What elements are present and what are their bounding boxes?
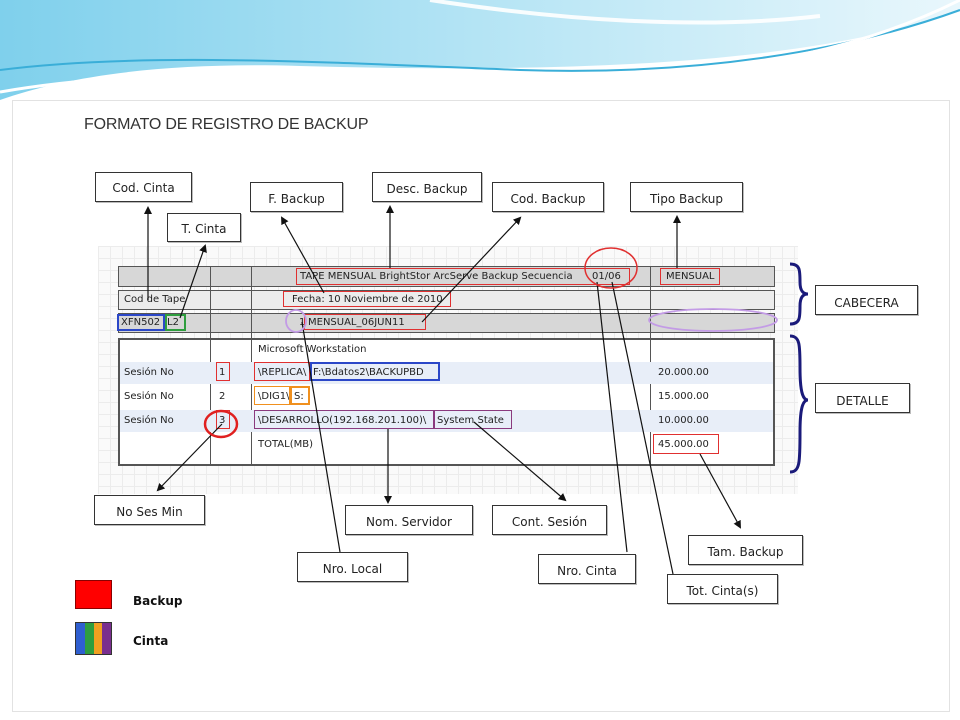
legend-cinta-blue: [76, 623, 85, 654]
backup-code-rest: MENSUAL_06JUN11: [308, 317, 405, 328]
desc-backup-highlight: [296, 268, 630, 285]
detail-row-stripe: [120, 410, 773, 432]
label-nro-cinta: Nro. Cinta: [538, 554, 636, 584]
cabecera-brace: [789, 262, 809, 326]
detalle-brace: [789, 334, 809, 474]
cod-backup-highlight: [304, 314, 426, 330]
local-path-highlight: [254, 386, 290, 405]
session-size: 10.000.00: [658, 415, 709, 426]
label-cont-sesion: Cont. Sesión: [492, 505, 607, 535]
total-highlight: [653, 434, 719, 454]
header-sequence: 01/06: [592, 271, 621, 282]
label-cabecera: CABECERA: [815, 285, 918, 315]
session-label: Sesión No: [124, 391, 174, 402]
legend-cinta-swatch: [75, 622, 112, 655]
empty-field-circle: [648, 308, 778, 332]
secuencia-circle: [584, 247, 638, 289]
legend-cinta-green: [84, 623, 94, 654]
header-row-1: [118, 266, 775, 287]
session-number: 3: [219, 415, 226, 426]
fecha-highlight: [283, 291, 451, 307]
legend-backup-swatch: [75, 580, 112, 609]
session-path-a: \REPLICA\: [258, 367, 307, 378]
header-tipo: MENSUAL: [666, 271, 715, 282]
session-label: Sesión No: [124, 367, 174, 378]
label-t-cinta: T. Cinta: [167, 213, 241, 242]
legend-cinta-orange: [93, 623, 103, 654]
legend-cinta-purple: [102, 623, 111, 654]
cod-tape-label: Cod de Tape: [124, 294, 186, 305]
session-number: 2: [219, 391, 226, 402]
session-label: Sesión No: [124, 415, 174, 426]
session-path-b: F:\Bdatos2\BACKUPBD: [313, 367, 424, 378]
label-nro-local: Nro. Local: [297, 552, 408, 582]
legend-backup-label: Backup: [133, 594, 183, 608]
cinta-code-highlight: [117, 314, 165, 331]
header-row-2: [118, 290, 775, 310]
tipo-backup-highlight: [660, 268, 720, 285]
detail-row-stripe: [120, 362, 773, 384]
label-tot-cinta: Tot. Cinta(s): [667, 574, 778, 604]
t-cinta-highlight: [165, 314, 186, 331]
label-tam-backup: Tam. Backup: [688, 535, 803, 565]
header-description: TAPE MENSUAL BrightStor ArcServe Backup …: [300, 271, 573, 282]
detail-table: [118, 338, 775, 466]
fecha-value: Fecha: 10 Noviembre de 2010: [292, 294, 443, 305]
session-path-a: \DESARROLLO(192.168.201.100)\: [258, 415, 427, 426]
nro-local-circle: [285, 309, 307, 333]
label-cod-cinta: Cod. Cinta: [95, 172, 192, 202]
session-size: 20.000.00: [658, 367, 709, 378]
label-desc-backup: Desc. Backup: [372, 172, 482, 202]
session-number: 1: [219, 367, 226, 378]
local-path-highlight: [254, 362, 310, 381]
header-wave-decoration: [0, 0, 960, 110]
server-path-highlight: [290, 386, 310, 405]
server-path-highlight: [254, 410, 434, 429]
session-path-b: S:: [294, 391, 304, 402]
workstation-label: Microsoft Workstation: [258, 344, 367, 355]
label-nom-servidor: Nom. Servidor: [345, 505, 473, 535]
page-title: FORMATO DE REGISTRO DE BACKUP: [84, 116, 369, 133]
session-content-highlight: [434, 410, 512, 429]
label-cod-backup: Cod. Backup: [492, 182, 604, 212]
session-path-b: System State: [437, 415, 504, 426]
cinta-code-a: XFN502: [121, 317, 161, 328]
session-circle: [203, 409, 239, 439]
label-f-backup: F. Backup: [250, 182, 343, 212]
total-label: TOTAL(MB): [258, 439, 314, 450]
cinta-code-b: L2: [167, 317, 179, 328]
label-no-ses-min: No Ses Min: [94, 495, 205, 525]
label-detalle: DETALLE: [815, 383, 910, 413]
server-path-highlight: [310, 362, 440, 381]
label-tipo-backup: Tipo Backup: [630, 182, 743, 212]
session-num-highlight: [216, 362, 230, 381]
session-size: 15.000.00: [658, 391, 709, 402]
legend-cinta-label: Cinta: [133, 634, 169, 648]
session-path-a: \DIG1\: [258, 391, 290, 402]
total-value: 45.000.00: [658, 439, 709, 450]
